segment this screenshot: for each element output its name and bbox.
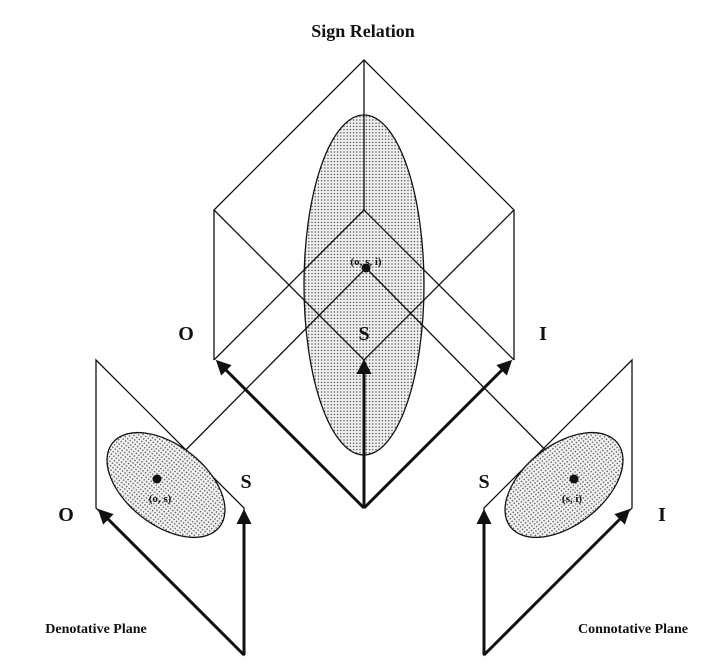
cube-inner-edge-right (363, 209, 515, 361)
projection-to-connotative (365, 267, 576, 481)
projection-to-denotative (155, 267, 367, 481)
sign-relation-cube: (o, s, i) O S I (178, 59, 547, 510)
denotative-axis-o-arrow (97, 508, 246, 657)
denotative-plane: (o, s) O S Denotative Plane (45, 358, 252, 657)
denotative-point-marker (152, 474, 162, 484)
denotative-point-label: (o, s) (149, 493, 172, 505)
denotative-ellipse (106, 431, 226, 539)
axis-o-arrow (215, 359, 366, 510)
center-point-label: (o, s, i) (350, 256, 382, 268)
cube-label-i: I (539, 323, 547, 345)
denotative-plane-label: Denotative Plane (45, 622, 146, 637)
connotative-plane: (s, i) S I Connotative Plane (476, 358, 688, 657)
connotative-axis-i-arrow (482, 508, 631, 657)
connotative-plane-label: Connotative Plane (578, 622, 688, 637)
connotative-ellipse (504, 431, 624, 539)
cube-inner-edge-left (213, 209, 365, 361)
denotative-label-o: O (58, 504, 74, 526)
connotative-label-i: I (658, 504, 666, 526)
connotative-label-s: S (478, 471, 489, 493)
cube-label-o: O (178, 323, 194, 345)
connotative-point-label: (s, i) (562, 493, 583, 505)
cube-label-s: S (358, 323, 369, 345)
axis-i-arrow (362, 359, 513, 510)
denotative-label-s: S (240, 471, 251, 493)
connotative-point-marker (569, 474, 579, 484)
diagram-title: Sign Relation (311, 21, 415, 41)
